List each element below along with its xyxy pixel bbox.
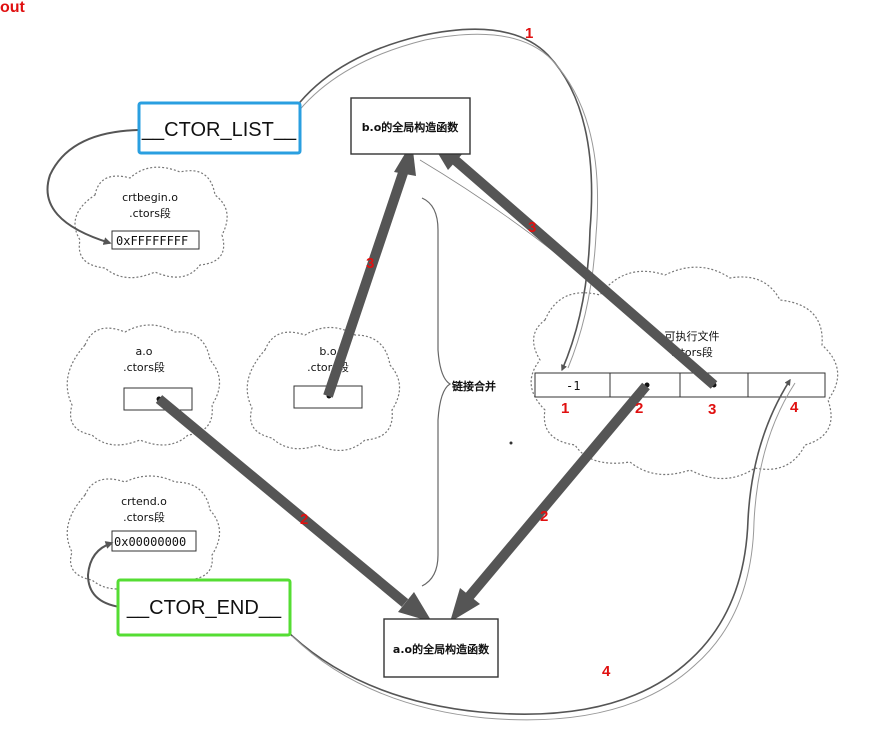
crtbegin-name: crtbegin.o bbox=[122, 191, 178, 204]
badge-1-top: 1 bbox=[525, 25, 533, 42]
b-ctor-function-label: b.o的全局构造函数 bbox=[362, 120, 460, 134]
ctor-list-box bbox=[137, 101, 302, 155]
crtbegin-value-cell bbox=[111, 230, 200, 250]
merge-label: 链接合并 bbox=[452, 379, 496, 393]
arrow-4-curve bbox=[287, 378, 791, 715]
arrow-ctor-end-to-crtend bbox=[86, 541, 121, 608]
badge-2-cell: 2 bbox=[635, 400, 643, 417]
crtend-name: crtend.o bbox=[121, 495, 167, 508]
arrow-3-exe-to-bctor bbox=[430, 140, 718, 389]
cloud-crtbegin bbox=[74, 166, 228, 279]
exe-cell-1-value: -1 bbox=[566, 379, 580, 393]
ctor-list-label: __CTOR_LIST__ bbox=[141, 119, 297, 141]
crtbegin-value: 0xFFFFFFFF bbox=[116, 234, 188, 248]
exe-cloud-name: 可执行文件 bbox=[665, 329, 720, 343]
badge-3-right: 3 bbox=[528, 219, 536, 236]
crtend-value: 0x00000000 bbox=[114, 535, 186, 549]
merge-brace bbox=[421, 197, 452, 587]
crtend-section: .ctors段 bbox=[123, 510, 165, 524]
a-cloud-name: a.o bbox=[136, 345, 153, 358]
badge-4-bottom: 4 bbox=[602, 663, 611, 680]
arrow-2-exe-to-actor bbox=[450, 382, 650, 622]
badge-2-left: 2 bbox=[300, 511, 308, 528]
a-cloud-section: .ctors段 bbox=[123, 360, 165, 374]
badge-3-left: 3 bbox=[366, 255, 374, 272]
b-ctor-function-box bbox=[350, 97, 471, 155]
ctor-end-label: __CTOR_END__ bbox=[126, 597, 282, 619]
crtbegin-section: .ctors段 bbox=[129, 206, 171, 220]
cloud-exe bbox=[530, 266, 839, 480]
exe-ctors-table bbox=[534, 372, 826, 398]
arrow-list-to-crtbegin bbox=[46, 129, 139, 245]
corner-text: out bbox=[0, 0, 26, 16]
badge-2-right: 2 bbox=[540, 508, 548, 525]
arrow-1-curve-shadow bbox=[284, 33, 599, 369]
badge-1-cell: 1 bbox=[561, 400, 569, 417]
a-ctor-function-label: a.o的全局构造函数 bbox=[393, 642, 490, 656]
b-cloud-name: b.o bbox=[319, 345, 336, 358]
a-ctor-function-box bbox=[383, 618, 499, 678]
stray-dot bbox=[509, 441, 513, 445]
ctor-end-box bbox=[116, 578, 292, 637]
badge-4-cell: 4 bbox=[790, 399, 799, 416]
badge-3-cell: 3 bbox=[708, 401, 716, 418]
cloud-b bbox=[246, 326, 401, 451]
crtend-value-cell bbox=[111, 530, 197, 552]
arrow-2-a-to-actor bbox=[155, 395, 432, 622]
arrow-4-curve-shadow bbox=[291, 382, 796, 721]
